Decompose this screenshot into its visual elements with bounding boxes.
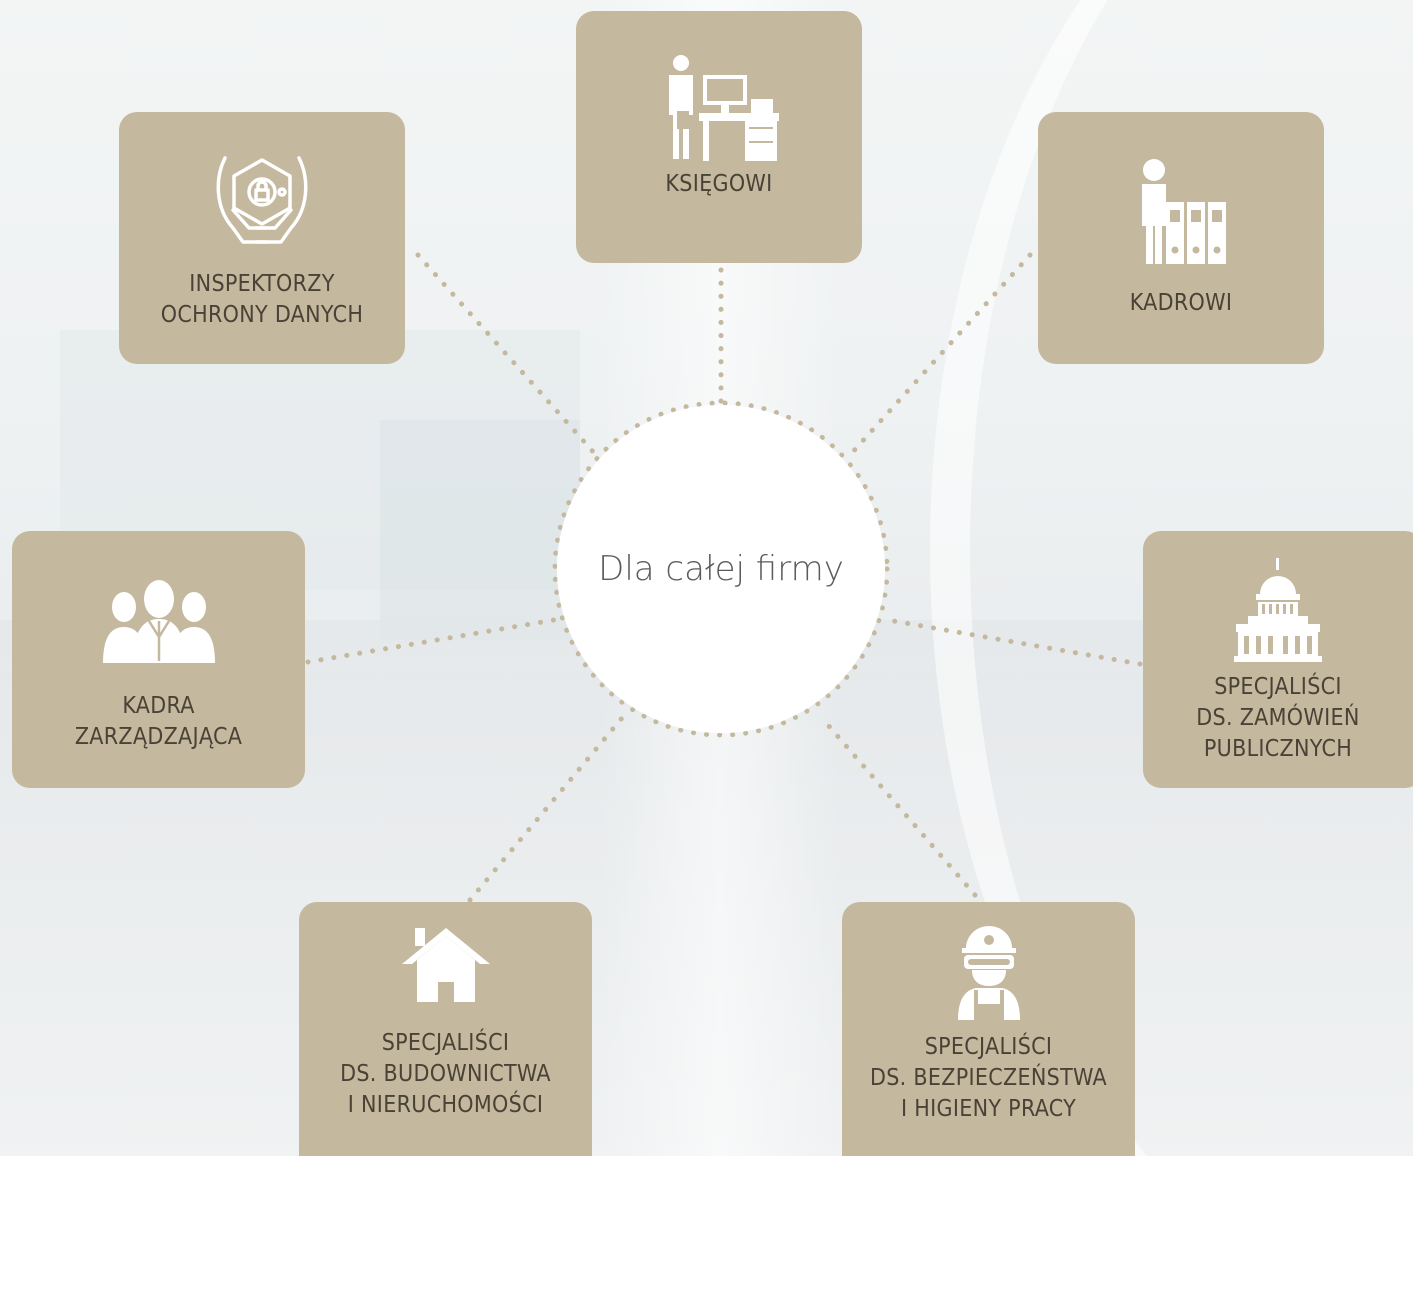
card-bhp[interactable]: SPECJALIŚCI DS. BEZPIECZEŃSTWA I HIGIENY… — [842, 902, 1135, 1156]
hr-files-icon — [1121, 158, 1241, 268]
connector-budownictwo — [467, 715, 625, 903]
card-zamowienia[interactable]: SPECJALIŚCI DS. ZAMÓWIEŃ PUBLICZNYCH — [1143, 531, 1413, 788]
card-budownictwo[interactable]: SPECJALIŚCI DS. BUDOWNICTWA I NIERUCHOMO… — [299, 902, 592, 1156]
connector-kadra — [305, 617, 557, 665]
card-label: SPECJALIŚCI DS. BEZPIECZEŃSTWA I HIGIENY… — [869, 1034, 1107, 1122]
card-label: KADROWI — [1129, 289, 1233, 316]
card-label: KSIĘGOWI — [665, 170, 773, 197]
public-building-icon — [1218, 554, 1338, 664]
connector-kadrowi — [847, 252, 1033, 458]
accountant-icon — [659, 54, 779, 165]
data-protection-icon — [202, 145, 322, 255]
safety-worker-icon — [929, 922, 1049, 1022]
connector-bhp — [819, 715, 978, 898]
card-label: SPECJALIŚCI DS. BUDOWNICTWA I NIERUCHOMO… — [340, 1030, 551, 1118]
management-team-icon — [99, 567, 219, 677]
card-kadrowi[interactable]: KADROWI — [1038, 112, 1324, 364]
center-label: Dla całej firmy — [598, 549, 844, 589]
card-inspektorzy[interactable]: INSPEKTORZY OCHRONY DANYCH — [119, 112, 405, 364]
connector-lines — [305, 252, 1143, 903]
connector-zamowienia — [885, 617, 1143, 667]
card-ksiegowi[interactable]: KSIĘGOWI — [576, 11, 862, 263]
connector-inspektorzy — [415, 252, 599, 458]
card-label: INSPEKTORZY OCHRONY DANYCH — [160, 271, 364, 328]
center-circle: Dla całej firmy — [557, 405, 885, 733]
house-icon — [386, 924, 506, 1004]
center-dotted-ring — [552, 400, 890, 738]
card-kadra[interactable]: KADRA ZARZĄDZAJĄCA — [12, 531, 305, 788]
card-label: KADRA ZARZĄDZAJĄCA — [74, 692, 243, 750]
card-label: SPECJALIŚCI DS. ZAMÓWIEŃ PUBLICZNYCH — [1196, 674, 1360, 762]
